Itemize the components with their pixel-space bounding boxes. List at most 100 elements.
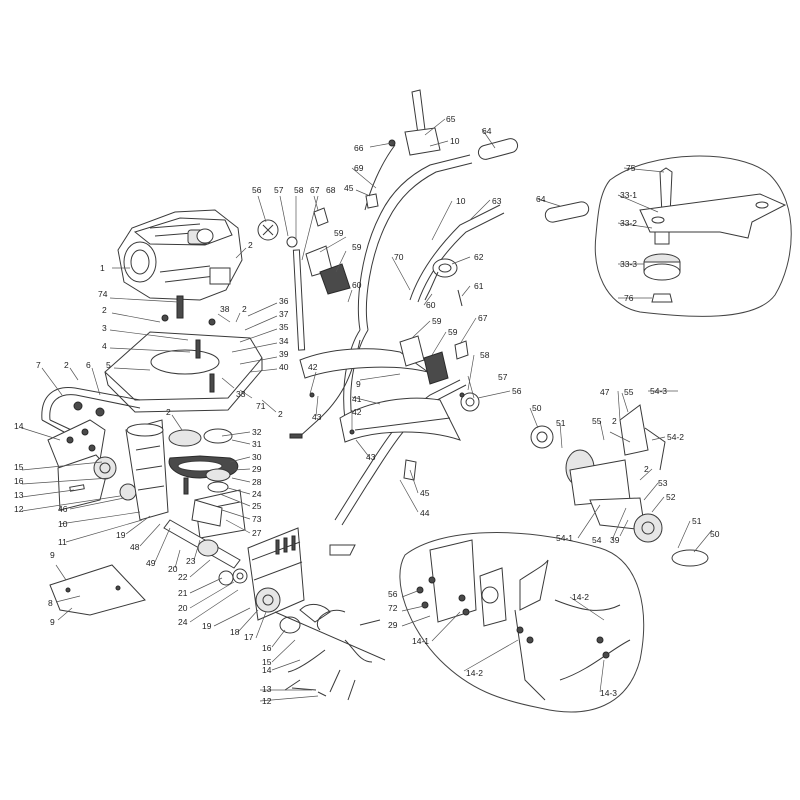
- callout-32: 32: [252, 427, 262, 437]
- callout-59: 59: [432, 316, 442, 326]
- callout-12: 12: [14, 504, 24, 514]
- callout-54-1: 54-1: [556, 533, 573, 543]
- callout-10: 10: [450, 136, 460, 146]
- callout-10: 10: [58, 519, 68, 529]
- callout-49: 49: [146, 558, 156, 568]
- callout-2: 2: [242, 304, 247, 314]
- callout-12: 12: [262, 696, 272, 706]
- callout-14: 14: [262, 665, 272, 675]
- callout-55: 55: [592, 416, 602, 426]
- callout-39: 39: [279, 349, 289, 359]
- callout-67: 67: [310, 185, 320, 195]
- side-shield: [49, 564, 146, 616]
- callout-25: 25: [252, 501, 262, 511]
- callout-50: 50: [532, 403, 542, 413]
- callout-19: 19: [116, 530, 126, 540]
- callout-53: 53: [658, 478, 668, 488]
- engine-mount-plate: [104, 314, 263, 413]
- callout-63: 63: [492, 196, 502, 206]
- drive-shaft: [163, 519, 248, 586]
- tines-main: [274, 603, 386, 701]
- callout-54: 54: [592, 535, 602, 545]
- callout-2: 2: [644, 464, 649, 474]
- engine-illustration: [117, 209, 243, 319]
- callout-31: 31: [252, 439, 262, 449]
- idler-pulley-detail: [639, 167, 787, 303]
- fenders: [299, 348, 461, 443]
- callout-74: 74: [98, 289, 108, 299]
- callout-3: 3: [102, 323, 107, 333]
- callout-2: 2: [612, 416, 617, 426]
- callout-47: 47: [600, 387, 610, 397]
- callout-21: 21: [178, 588, 188, 598]
- callout-36: 36: [279, 296, 289, 306]
- callout-54-2: 54-2: [667, 432, 684, 442]
- callout-1: 1: [100, 263, 105, 273]
- callout-19: 19: [202, 621, 212, 631]
- callout-64: 64: [536, 194, 546, 204]
- callout-29: 29: [252, 464, 262, 474]
- callout-20: 20: [178, 603, 188, 613]
- callout-5: 5: [106, 360, 111, 370]
- callout-59: 59: [448, 327, 458, 337]
- handle-assembly: [329, 138, 590, 556]
- callout-11: 11: [58, 537, 67, 547]
- callout-43: 43: [366, 452, 376, 462]
- callout-14-3: 14-3: [600, 688, 617, 698]
- callout-28: 28: [252, 477, 262, 487]
- callout-69: 69: [354, 163, 364, 173]
- callout-58: 58: [480, 350, 490, 360]
- callout-6: 6: [86, 360, 91, 370]
- callout-17: 17: [244, 632, 254, 642]
- callout-45: 45: [420, 488, 430, 498]
- callout-2: 2: [248, 240, 253, 250]
- callout-18: 18: [230, 627, 240, 637]
- callout-33-2: 33-2: [620, 218, 637, 228]
- callout-9: 9: [50, 550, 55, 560]
- callout-4: 4: [102, 341, 107, 351]
- callout-23: 23: [186, 556, 196, 566]
- callout-57: 57: [274, 185, 284, 195]
- callout-2: 2: [166, 407, 171, 417]
- callout-44: 44: [420, 508, 430, 518]
- callout-14: 14: [14, 421, 24, 431]
- callout-66: 66: [354, 143, 364, 153]
- handle-lock-knobs-right: [399, 258, 480, 412]
- callout-13: 13: [262, 684, 272, 694]
- callout-37: 37: [279, 309, 289, 319]
- callout-24: 24: [252, 489, 262, 499]
- callout-46: 46: [58, 504, 68, 514]
- callout-50: 50: [710, 529, 720, 539]
- callout-10: 10: [456, 196, 466, 206]
- callout-34: 34: [279, 336, 289, 346]
- callout-56: 56: [512, 386, 522, 396]
- callout-42: 42: [352, 407, 362, 417]
- callout-2: 2: [278, 409, 283, 419]
- detail-bubble-idler-pulley: [594, 155, 792, 317]
- callout-15: 15: [262, 657, 272, 667]
- callout-71: 71: [256, 401, 266, 411]
- callout-56: 56: [388, 589, 398, 599]
- callout-64: 64: [482, 126, 492, 136]
- callout-27: 27: [252, 528, 262, 538]
- callout-33-3: 33-3: [620, 259, 637, 269]
- callout-59: 59: [352, 242, 362, 252]
- callout-15: 15: [14, 462, 24, 472]
- callout-8: 8: [48, 598, 53, 608]
- callout-33: 33: [236, 389, 246, 399]
- callout-45: 45: [344, 183, 354, 193]
- callout-35: 35: [279, 322, 289, 332]
- callout-14-2: 14-2: [466, 668, 483, 678]
- callout-39: 39: [610, 535, 620, 545]
- callout-70: 70: [394, 252, 404, 262]
- callout-9: 9: [50, 617, 55, 627]
- callout-73: 73: [252, 514, 262, 524]
- callout-68: 68: [326, 185, 336, 195]
- callout-62: 62: [474, 252, 484, 262]
- callout-9: 9: [356, 379, 361, 389]
- callout-76: 76: [624, 293, 634, 303]
- callout-56: 56: [252, 185, 262, 195]
- callout-51: 51: [692, 516, 702, 526]
- belt-and-pulleys: [168, 428, 239, 527]
- callout-30: 30: [252, 452, 262, 462]
